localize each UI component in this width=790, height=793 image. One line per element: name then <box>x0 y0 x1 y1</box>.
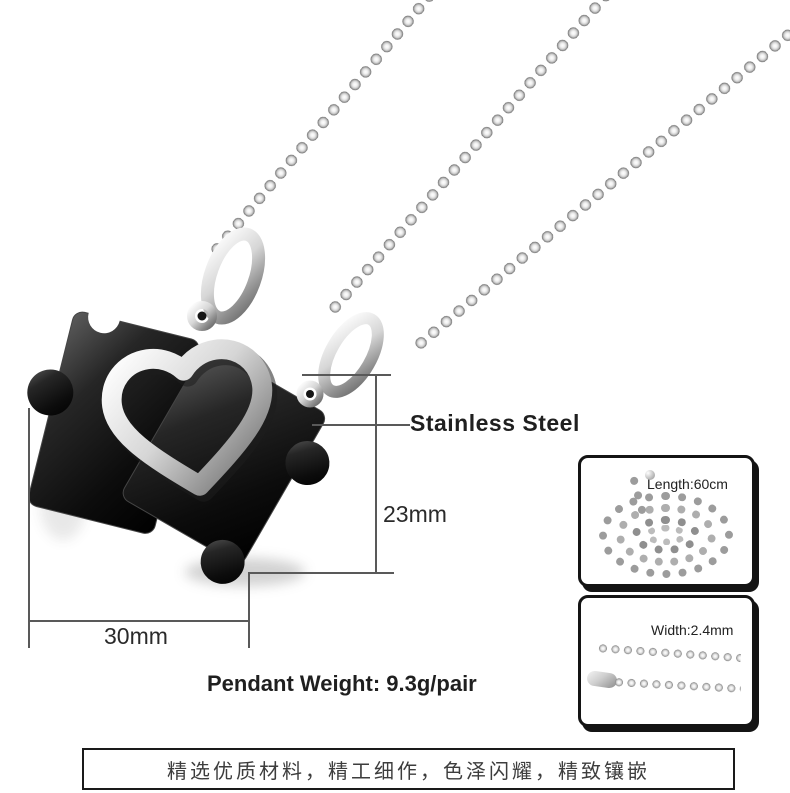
material-label: Stainless Steel <box>410 410 580 436</box>
chain-length-inset: Length:60cm <box>578 455 755 587</box>
pendant-width-label: 30mm <box>104 623 168 649</box>
footer-banner: 精选优质材料，精工细作，色泽闪耀，精致镶嵌 <box>82 748 735 790</box>
left-bail <box>200 227 266 325</box>
height-tick-bottom <box>248 572 394 574</box>
bead-chain-sample <box>596 642 742 665</box>
coiled-chain <box>599 470 733 578</box>
right-bail <box>318 312 384 398</box>
footer-slogan: 精选优质材料，精工细作，色泽闪耀，精致镶嵌 <box>167 760 650 783</box>
right-eyelet <box>296 380 324 408</box>
pendant-weight-label: Pendant Weight: 9.3g/pair <box>207 671 477 696</box>
material-leader-line <box>312 424 410 426</box>
pendant-height-label: 23mm <box>383 501 447 527</box>
height-dimension-line <box>375 374 377 574</box>
width-tick-left <box>28 408 30 648</box>
chain-width-label: Width:2.4mm <box>651 622 734 638</box>
width-tick-right <box>248 572 250 648</box>
left-eyelet <box>187 301 217 331</box>
chain-width-inset: Width:2.4mm <box>578 595 755 727</box>
heart-outline-icon <box>101 339 273 496</box>
height-tick-top <box>302 374 391 376</box>
bead-chain-sample <box>612 676 742 695</box>
width-dimension-line <box>28 620 250 622</box>
chain-length-label: Length:60cm <box>647 476 728 492</box>
